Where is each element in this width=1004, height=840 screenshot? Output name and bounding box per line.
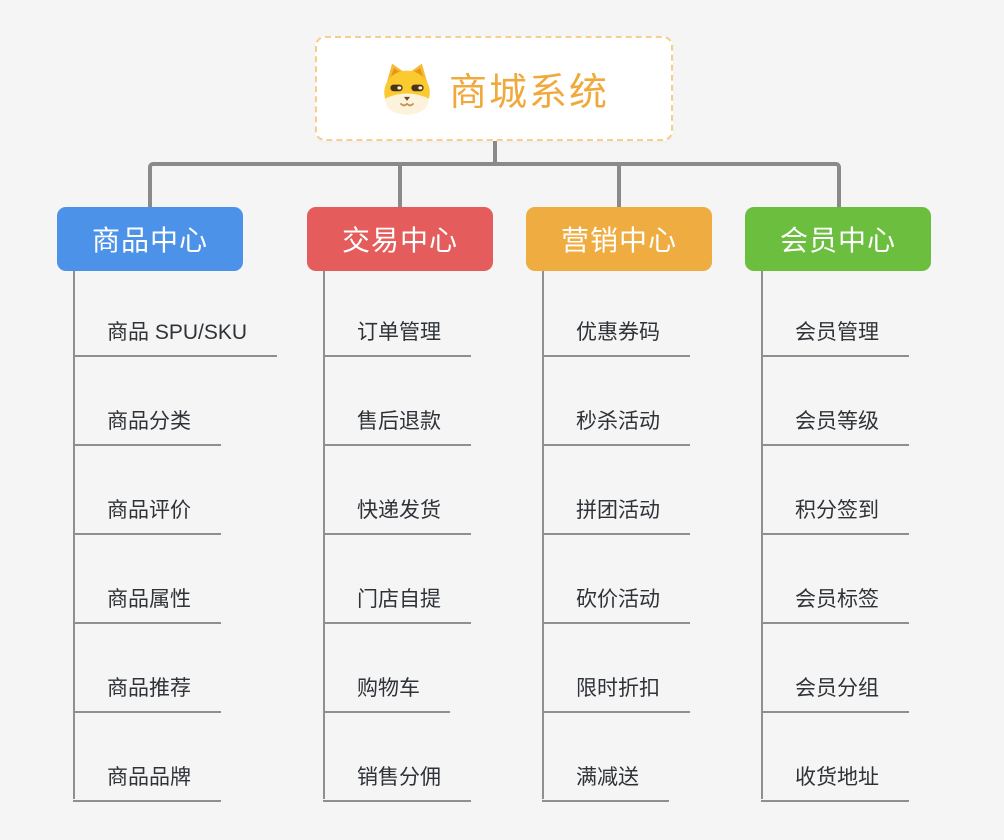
- branch-trunk: [73, 271, 75, 799]
- child-node[interactable]: 拼团活动: [542, 497, 690, 535]
- branch-label: 交易中心: [341, 225, 458, 256]
- child-node[interactable]: 会员管理: [761, 319, 909, 357]
- branch-label: 营销中心: [560, 225, 677, 256]
- connector-root-stem: [493, 141, 497, 166]
- child-node[interactable]: 商品分类: [73, 408, 221, 446]
- child-node[interactable]: 满减送: [542, 764, 669, 802]
- child-node[interactable]: 订单管理: [323, 319, 471, 357]
- branch-node-2[interactable]: 营销中心: [526, 207, 712, 271]
- branch-node-0[interactable]: 商品中心: [57, 207, 243, 271]
- branch-column: 营销中心 优惠券码秒杀活动拼团活动砍价活动限时折扣满减送: [526, 207, 766, 807]
- child-node[interactable]: 砍价活动: [542, 586, 690, 624]
- child-node[interactable]: 购物车: [323, 675, 450, 713]
- root-node[interactable]: 商城系统: [315, 36, 673, 141]
- child-node[interactable]: 商品推荐: [73, 675, 221, 713]
- child-node[interactable]: 门店自提: [323, 586, 471, 624]
- root-title: 商城系统: [448, 72, 609, 114]
- branch-node-1[interactable]: 交易中心: [307, 207, 493, 271]
- branch-trunk: [761, 271, 763, 799]
- branch-trunk: [323, 271, 325, 799]
- connector-drop: [617, 166, 621, 207]
- branch-column: 交易中心 订单管理售后退款快递发货门店自提购物车销售分佣: [307, 207, 547, 807]
- dog-face-icon: [379, 61, 435, 117]
- child-node[interactable]: 商品评价: [73, 497, 221, 535]
- child-node[interactable]: 收货地址: [761, 764, 909, 802]
- child-node[interactable]: 售后退款: [323, 408, 471, 446]
- branch-node-3[interactable]: 会员中心: [745, 207, 931, 271]
- child-node[interactable]: 商品品牌: [73, 764, 221, 802]
- branch-label: 商品中心: [91, 225, 208, 256]
- child-node[interactable]: 销售分佣: [323, 764, 471, 802]
- branch-column: 会员中心 会员管理会员等级积分签到会员标签会员分组收货地址: [745, 207, 985, 807]
- connector-drop: [398, 166, 402, 207]
- child-node[interactable]: 快递发货: [323, 497, 471, 535]
- child-node[interactable]: 会员标签: [761, 586, 909, 624]
- child-node[interactable]: 优惠券码: [542, 319, 690, 357]
- child-node[interactable]: 积分签到: [761, 497, 909, 535]
- child-node[interactable]: 会员等级: [761, 408, 909, 446]
- branch-trunk: [542, 271, 544, 799]
- child-node[interactable]: 商品 SPU/SKU: [73, 319, 278, 357]
- child-node[interactable]: 会员分组: [761, 675, 909, 713]
- child-node[interactable]: 商品属性: [73, 586, 221, 624]
- child-node[interactable]: 限时折扣: [542, 675, 690, 713]
- branch-column: 商品中心 商品 SPU/SKU 商品分类商品评价商品属性商品推荐商品品牌: [57, 207, 297, 807]
- branch-label: 会员中心: [779, 225, 896, 256]
- child-node[interactable]: 秒杀活动: [542, 408, 690, 446]
- connector-horizontal-bar: [148, 162, 841, 207]
